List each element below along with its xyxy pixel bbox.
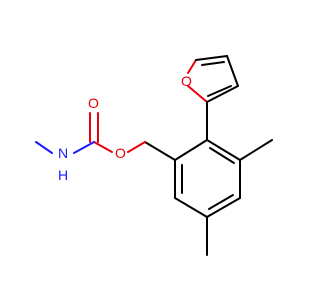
furan-oxygen-label: O [181,73,192,89]
carbonyl-oxygen-label: O [88,95,99,111]
chemical-structure-diagram: O O O N H [35,55,273,256]
bond-furan-double [201,61,225,66]
bond-furan-double [207,85,232,97]
ester-bond [93,141,113,153]
bond-ring [206,197,241,218]
furan-ring [187,55,239,103]
bond-furan-o-c [187,59,197,74]
bond-ring [174,197,208,218]
amide-bond [73,141,95,154]
bond-ring-double [208,194,234,210]
bond-furan [226,55,239,87]
bond-furan [195,55,228,61]
bond-furan [206,85,239,103]
ch2-bond-ring [144,141,176,161]
n-methyl-bond [35,141,53,154]
amine-hydrogen-label: H [58,167,68,183]
bond-ring [174,139,208,161]
ester-oxygen-label: O [115,145,126,161]
ch2-bond-oxygen [127,141,146,153]
methyl-bond-upper [239,139,273,161]
bond-furan-c-o [187,85,208,103]
bond-ring [206,139,241,161]
benzene-ring [174,139,241,218]
amine-nitrogen-label: N [58,145,68,161]
bond-ring-double [209,147,235,164]
